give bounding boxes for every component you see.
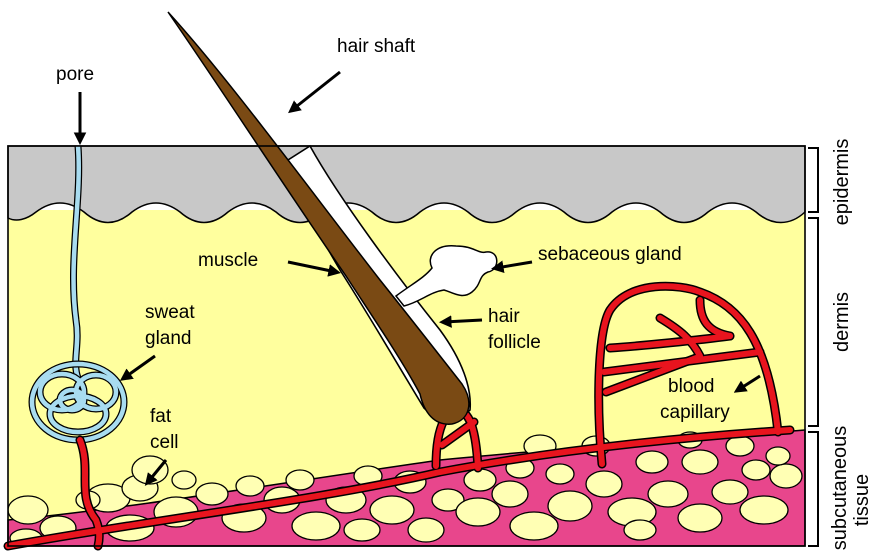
- fat-cell: [742, 460, 770, 480]
- label-hair-follicle-line1: hair: [488, 306, 520, 327]
- fat-cell: [740, 496, 788, 524]
- epidermis-layer: [8, 146, 805, 223]
- label-fat-cell-line2: cell: [150, 432, 179, 453]
- fat-cell: [726, 436, 754, 456]
- label-subcutaneous-line1: subcutaneous: [829, 426, 851, 551]
- fat-cell: [456, 498, 500, 526]
- label-muscle: muscle: [198, 250, 258, 271]
- fat-cell: [196, 483, 228, 505]
- fat-cell: [636, 451, 668, 473]
- fat-cell: [766, 447, 790, 465]
- label-pore: pore: [56, 64, 94, 85]
- fat-cell: [624, 520, 656, 540]
- fat-cell: [586, 471, 622, 497]
- label-epidermis: epidermis: [831, 139, 853, 226]
- fat-cell: [292, 512, 340, 540]
- label-subcutaneous-line2: tissue: [851, 474, 873, 526]
- fat-cell: [172, 471, 196, 489]
- fat-cell: [370, 496, 414, 524]
- label-dermis: dermis: [831, 292, 853, 352]
- fat-cell: [344, 519, 380, 541]
- sweat-gland: [32, 364, 124, 440]
- fat-cell: [712, 480, 748, 504]
- fat-cell: [408, 518, 444, 542]
- label-hair-shaft: hair shaft: [337, 36, 416, 57]
- fat-cell: [682, 450, 718, 474]
- label-blood-capillary-line2: capillary: [660, 402, 730, 423]
- label-sebaceous-gland: sebaceous gland: [538, 244, 682, 265]
- layer-labels: epidermis dermis subcutaneous tissue: [829, 139, 873, 551]
- layer-brackets: [808, 148, 818, 546]
- fat-cell: [8, 496, 48, 524]
- label-sweat-gland-line2: gland: [145, 328, 192, 349]
- fat-cell: [510, 512, 558, 540]
- fat-cell: [548, 491, 592, 521]
- label-sweat-gland-line1: sweat: [145, 302, 195, 323]
- fat-cell: [286, 470, 314, 490]
- fat-cell: [648, 481, 688, 507]
- fat-cell: [770, 464, 802, 488]
- fat-cell: [464, 469, 496, 491]
- label-fat-cell-line1: fat: [150, 406, 172, 427]
- fat-cell: [678, 504, 722, 532]
- label-blood-capillary-line1: blood: [668, 376, 715, 397]
- fat-cell: [236, 476, 264, 496]
- fat-cell: [546, 464, 574, 484]
- label-hair-follicle-line2: follicle: [488, 332, 541, 353]
- fat-cell: [492, 481, 528, 507]
